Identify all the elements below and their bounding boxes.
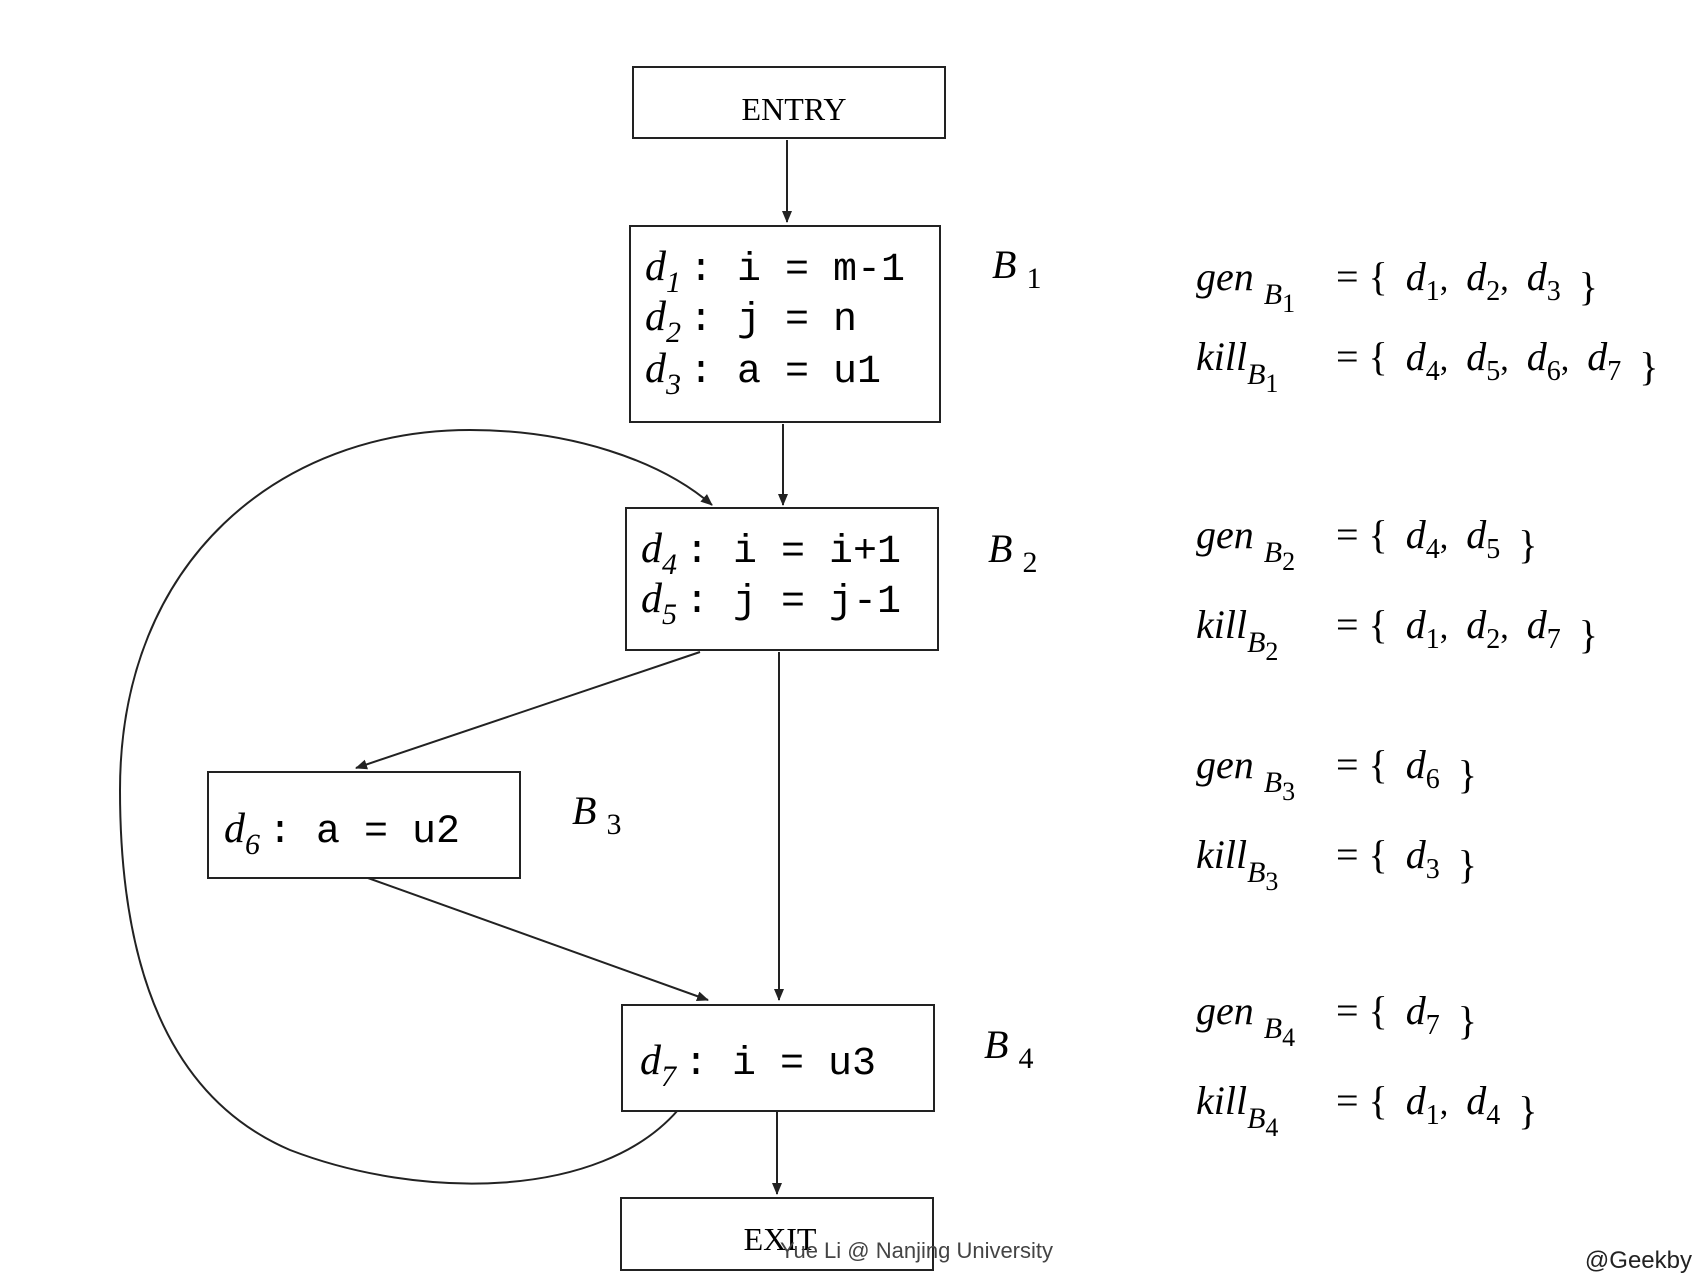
set-kill-b1-name: killB1 <box>1196 334 1278 398</box>
set-gen-b3-members: = {d6} <box>1336 742 1477 797</box>
edge-b3-b4 <box>367 877 709 1001</box>
watermark: @Geekby <box>1585 1247 1692 1274</box>
b2-stmt-2: d5: j = j-1 <box>641 576 901 631</box>
set-gen-b4-members: = {d7} <box>1336 988 1477 1043</box>
exit-label: EXIT <box>744 1221 817 1257</box>
exit-node: EXIT <box>620 1197 934 1271</box>
b4-stmt-1: d7: i = u3 <box>640 1038 876 1093</box>
footer-credit: Yue Li @ Nanjing University <box>780 1238 1053 1263</box>
block-b3: d6: a = u2 <box>207 771 521 879</box>
block-b1: d1: i = m-1 d2: j = n d3: a = u1 <box>629 225 941 423</box>
block-b2: d4: i = i+1 d5: j = j-1 <box>625 507 939 651</box>
set-kill-b4-name: killB4 <box>1196 1078 1278 1142</box>
b1-stmt-1: d1: i = m-1 <box>645 244 905 299</box>
set-kill-b4-members: = {d1,d4} <box>1336 1078 1537 1133</box>
b2-stmt-1: d4: i = i+1 <box>641 526 901 581</box>
edges <box>118 140 792 1195</box>
set-kill-b1-members: = {d4,d5,d6,d7} <box>1336 334 1658 389</box>
b1-stmt-2: d2: j = n <box>645 294 857 349</box>
edge-b2-b3 <box>355 651 701 770</box>
b1-stmt-3: d3: a = u1 <box>645 346 881 401</box>
set-kill-b3-members: = {d3} <box>1336 832 1477 887</box>
set-gen-b1-members: = {d1,d2,d3} <box>1336 254 1598 309</box>
set-gen-b2-members: = {d4,d5} <box>1336 512 1537 567</box>
b3-stmt-1: d6: a = u2 <box>224 806 460 861</box>
entry-label: ENTRY <box>742 91 847 127</box>
edge-b4-b2-loop <box>118 428 713 1185</box>
set-kill-b2-name: killB2 <box>1196 602 1278 666</box>
set-kill-b2-members: = {d1,d2,d7} <box>1336 602 1598 657</box>
set-kill-b3-name: killB3 <box>1196 832 1278 896</box>
block-b4: d7: i = u3 <box>621 1004 935 1112</box>
entry-node: ENTRY <box>632 66 946 139</box>
